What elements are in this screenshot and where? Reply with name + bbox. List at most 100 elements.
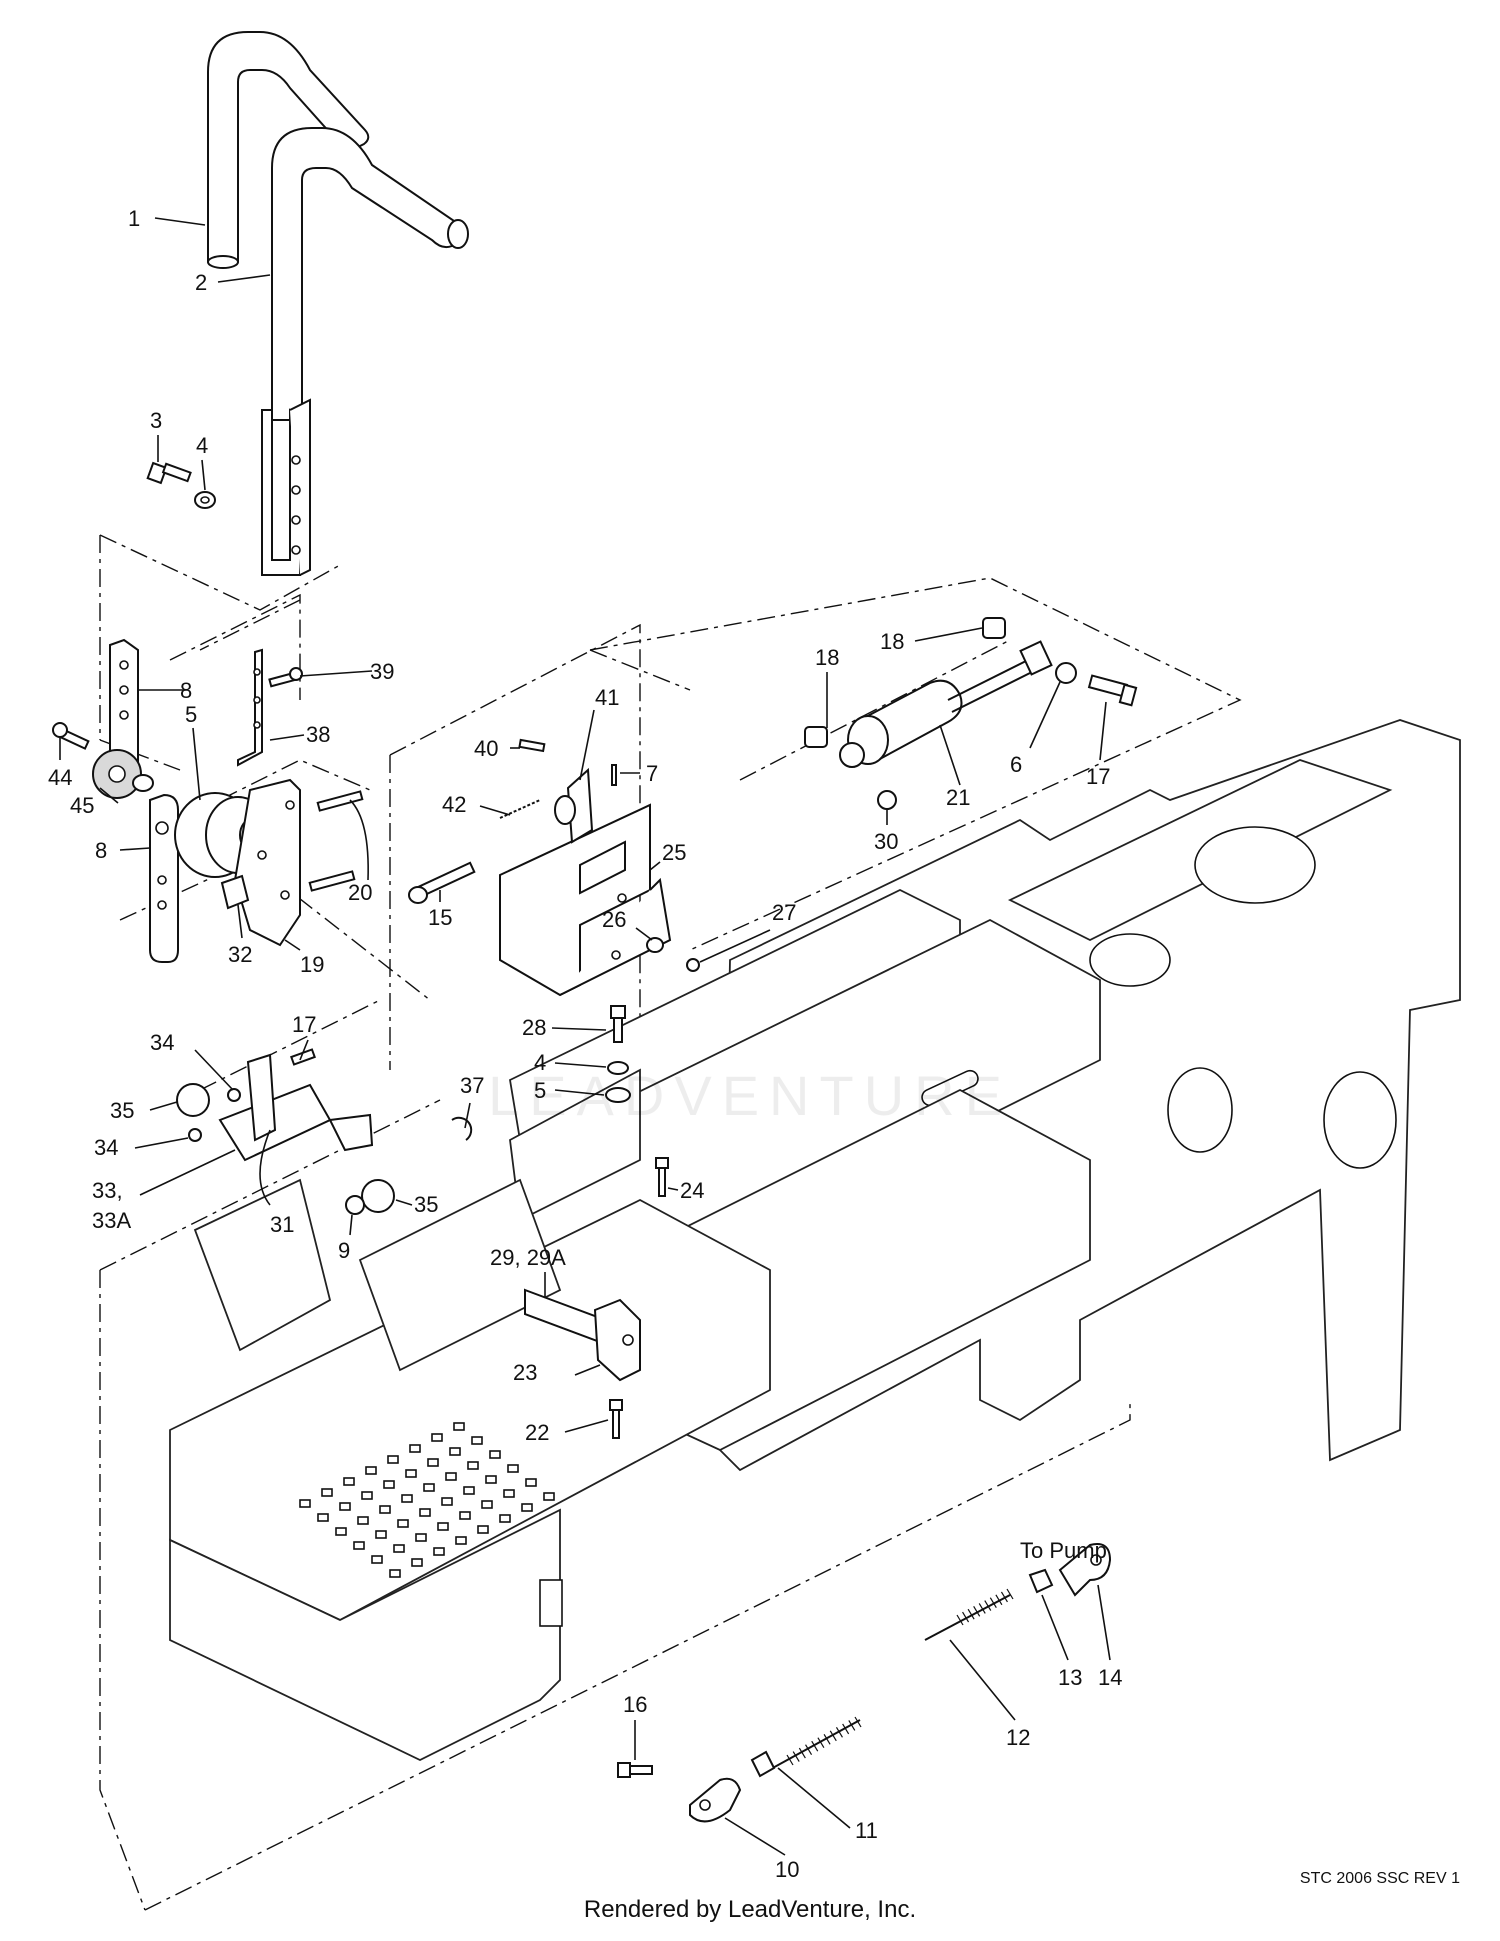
thread-mark	[817, 1737, 825, 1749]
callout-12: 12	[1006, 1725, 1030, 1750]
deck-hole	[379, 1505, 391, 1514]
linkage-threads-upper	[956, 1588, 1014, 1626]
callout-23: 23	[513, 1360, 537, 1385]
callout-8: 8	[180, 678, 192, 703]
thread-mark	[854, 1716, 862, 1728]
deck-hole	[383, 1480, 395, 1489]
deck-hole-grid	[299, 1422, 555, 1578]
deck-hole	[409, 1444, 421, 1453]
washer-5-mid	[605, 1087, 631, 1103]
thread-mark	[973, 1606, 981, 1617]
thread-mark	[1000, 1591, 1008, 1603]
deck-hole	[499, 1514, 511, 1523]
drawing-id: STC 2006 SSC REV 1	[1299, 1870, 1460, 1887]
callout-38: 38	[306, 722, 330, 747]
callout-6: 6	[1010, 752, 1022, 777]
thread-mark	[962, 1611, 970, 1623]
thread-mark	[967, 1608, 975, 1620]
callout-39: 39	[370, 659, 394, 684]
callout-5b: 5	[534, 1078, 546, 1103]
deck-hole	[433, 1547, 445, 1556]
deck-hole	[343, 1477, 355, 1486]
deck-hole	[357, 1516, 369, 1525]
callout-45: 45	[70, 793, 94, 818]
thread-mark	[811, 1740, 819, 1752]
callout-28: 28	[522, 1015, 546, 1040]
thread-mark	[786, 1754, 794, 1766]
callout-32: 32	[228, 942, 252, 967]
callout-41: 41	[595, 685, 619, 710]
callout-16: 16	[623, 1692, 647, 1717]
thread-mark	[829, 1730, 837, 1742]
thread-mark	[842, 1723, 850, 1735]
deck-hole	[365, 1466, 377, 1475]
bolt-28	[610, 1005, 626, 1043]
callout-4: 4	[196, 433, 208, 458]
deck-hole	[431, 1433, 443, 1442]
deck-hole	[427, 1458, 439, 1467]
callout-37: 37	[460, 1073, 484, 1098]
callout-18: 18	[815, 645, 839, 670]
deck-hole	[387, 1455, 399, 1464]
thread-mark	[978, 1603, 986, 1614]
callout-labels: 1 2 3 4 8 39 38 44 5 45 8 20 19 32 18 18…	[48, 206, 1122, 1882]
callout-7: 7	[646, 761, 658, 786]
callout-19: 19	[300, 952, 324, 977]
thread-mark	[792, 1751, 800, 1762]
callout-35b: 35	[414, 1192, 438, 1217]
deck-hole	[405, 1469, 417, 1478]
callout-44: 44	[48, 765, 72, 790]
bolt-24	[655, 1157, 669, 1197]
linkage-threads-lower	[786, 1716, 862, 1766]
callout-40: 40	[474, 736, 498, 761]
deck-hole	[423, 1483, 435, 1492]
callout-17: 17	[1086, 764, 1110, 789]
deck-hole	[393, 1544, 405, 1553]
thread-mark	[798, 1747, 806, 1759]
callout-11: 11	[855, 1818, 878, 1843]
deck-hole	[455, 1536, 467, 1545]
deck-hole	[299, 1499, 311, 1508]
callout-33: 33,	[92, 1178, 123, 1203]
callout-33A: 33A	[92, 1208, 131, 1233]
deck-hole	[481, 1500, 493, 1509]
deck-hole	[401, 1494, 413, 1503]
deck-hole	[441, 1497, 453, 1506]
thread-mark	[823, 1733, 831, 1745]
arm-assembly	[52, 638, 364, 963]
callout-34: 34	[150, 1030, 174, 1055]
callout-8b: 8	[95, 838, 107, 863]
deck-hole	[437, 1522, 449, 1531]
callout-26: 26	[602, 907, 626, 932]
bolt-3	[146, 461, 192, 485]
deck-hole	[375, 1530, 387, 1539]
leader-lines	[59, 217, 1111, 1856]
callout-15: 15	[428, 905, 452, 930]
callout-27: 27	[772, 900, 796, 925]
callout-42: 42	[442, 792, 466, 817]
deck-hole	[503, 1489, 515, 1498]
deck-hole	[453, 1422, 465, 1431]
callout-29: 29, 29A	[490, 1245, 566, 1270]
callout-4b: 4	[534, 1050, 546, 1075]
callout-30: 30	[874, 829, 898, 854]
thread-mark	[1006, 1588, 1014, 1600]
callout-18b: 18	[880, 629, 904, 654]
deck-hole	[317, 1513, 329, 1522]
watermark-text: LEADVENTURE	[488, 1064, 1012, 1127]
deck-hole	[445, 1472, 457, 1481]
deck-hole	[321, 1488, 333, 1497]
callout-22: 22	[525, 1420, 549, 1445]
callout-3: 3	[150, 408, 162, 433]
thread-mark	[848, 1720, 856, 1731]
callout-25: 25	[662, 840, 686, 865]
control-handles	[207, 31, 469, 576]
thread-mark	[805, 1744, 813, 1755]
deck-hole	[525, 1478, 537, 1487]
chassis-frame	[169, 719, 1461, 1762]
thread-mark	[984, 1600, 992, 1611]
deck-hole	[419, 1508, 431, 1517]
callout-14: 14	[1098, 1665, 1122, 1690]
thread-mark	[835, 1727, 843, 1738]
